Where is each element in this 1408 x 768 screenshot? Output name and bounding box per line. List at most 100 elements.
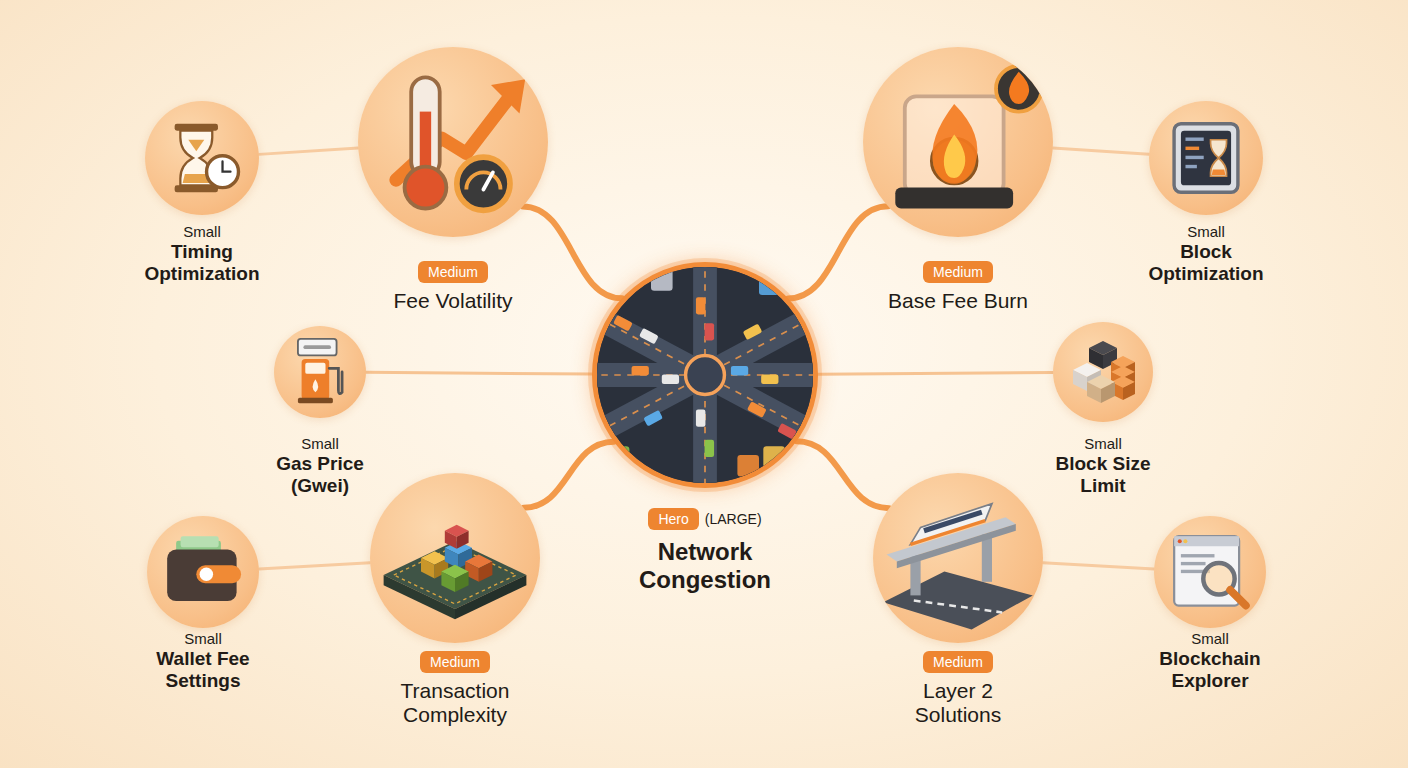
wallet-part bbox=[200, 568, 213, 581]
size-badge: Medium bbox=[420, 651, 490, 673]
node-title: Block Size Limit bbox=[1038, 453, 1168, 497]
explorer-part bbox=[1181, 554, 1215, 557]
straight-connector bbox=[1043, 563, 1154, 569]
cubes-part bbox=[1087, 382, 1101, 403]
cubes-part bbox=[1073, 370, 1087, 391]
node-title: Blockchain Explorer bbox=[1145, 648, 1275, 692]
pump-illustration bbox=[274, 326, 366, 418]
pump-part bbox=[303, 345, 331, 349]
explorer-part bbox=[1174, 536, 1239, 546]
city-part bbox=[662, 375, 679, 385]
burn-illustration bbox=[863, 47, 1053, 237]
city-part bbox=[743, 324, 763, 341]
pump-part bbox=[302, 359, 330, 399]
panel-part bbox=[1211, 140, 1227, 176]
medium-circle bbox=[370, 473, 540, 643]
chip-part bbox=[441, 572, 455, 592]
chip-part bbox=[455, 572, 469, 592]
medium-node: MediumFee Volatility bbox=[343, 47, 563, 313]
city-illustration bbox=[597, 267, 813, 483]
small-circle bbox=[1053, 322, 1153, 422]
city-part bbox=[613, 315, 633, 332]
straight-connector bbox=[366, 372, 592, 374]
city-part bbox=[651, 269, 673, 291]
hero-circle bbox=[592, 262, 818, 488]
hourglass-part bbox=[207, 156, 239, 188]
label-block: SmallBlock Size Limit bbox=[1018, 435, 1188, 497]
thermo-illustration bbox=[358, 47, 548, 237]
rail-part bbox=[910, 504, 992, 545]
thermo-part bbox=[405, 167, 447, 209]
burn-part bbox=[905, 96, 1004, 195]
city-part bbox=[612, 273, 634, 295]
burn-part bbox=[895, 188, 1013, 209]
small-circle bbox=[1149, 101, 1263, 215]
size-label: Small bbox=[1187, 223, 1225, 241]
panel-part bbox=[1174, 124, 1238, 192]
label-block: SmallTiming Optimization bbox=[117, 223, 287, 285]
label-block: MediumBase Fee Burn bbox=[848, 261, 1068, 313]
label-block: MediumTransaction Complexity bbox=[345, 651, 565, 727]
small-circle bbox=[147, 516, 259, 628]
chip-part bbox=[457, 531, 469, 549]
city-part bbox=[759, 273, 781, 295]
small-node: SmallBlock Optimization bbox=[1121, 101, 1291, 285]
city-part bbox=[737, 455, 759, 477]
city-part bbox=[777, 423, 797, 440]
badge-row: Hero(LARGE) bbox=[648, 508, 761, 530]
node-title: Network Congestion bbox=[610, 538, 800, 594]
medium-node: MediumTransaction Complexity bbox=[345, 473, 565, 727]
hourglass-part bbox=[223, 161, 231, 171]
size-badge: Medium bbox=[418, 261, 488, 283]
small-node: SmallTiming Optimization bbox=[117, 101, 287, 285]
pump-part bbox=[313, 379, 319, 392]
badge-row: Medium bbox=[923, 261, 993, 283]
medium-node: MediumLayer 2 Solutions bbox=[848, 473, 1068, 727]
size-label: Small bbox=[1191, 630, 1229, 648]
pump-part bbox=[298, 398, 333, 404]
panel-part bbox=[1185, 165, 1196, 168]
label-block: SmallBlockchain Explorer bbox=[1125, 630, 1295, 692]
city-part bbox=[643, 410, 663, 427]
label-block: MediumLayer 2 Solutions bbox=[848, 651, 1068, 727]
label-block: MediumFee Volatility bbox=[343, 261, 563, 313]
size-label: Small bbox=[184, 630, 222, 648]
burn-part bbox=[944, 134, 965, 178]
straight-connector bbox=[1053, 148, 1149, 154]
straight-connector bbox=[259, 563, 370, 569]
chip-part bbox=[479, 561, 493, 581]
city-part bbox=[632, 366, 649, 376]
pump-part bbox=[298, 339, 337, 356]
size-badge: Medium bbox=[923, 261, 993, 283]
chip-illustration bbox=[370, 473, 540, 643]
cubes-part bbox=[1101, 382, 1115, 403]
medium-node: MediumBase Fee Burn bbox=[848, 47, 1068, 313]
badge-row: Medium bbox=[420, 651, 490, 673]
label-block: Hero(LARGE) Network Congestion bbox=[575, 508, 835, 594]
panel-part bbox=[1185, 137, 1203, 140]
panel-part bbox=[1185, 147, 1199, 150]
panel-part bbox=[1181, 131, 1231, 186]
small-node: SmallBlockchain Explorer bbox=[1125, 516, 1295, 692]
badge-row: Medium bbox=[418, 261, 488, 283]
city-part bbox=[731, 366, 748, 376]
rail-part bbox=[924, 512, 982, 531]
hero-node: Hero(LARGE) Network Congestion bbox=[575, 262, 835, 594]
badge-row: Medium bbox=[923, 651, 993, 673]
explorer-illustration bbox=[1154, 516, 1266, 628]
panel-part bbox=[1185, 156, 1203, 159]
rail-part bbox=[910, 521, 985, 545]
medium-circle bbox=[863, 47, 1053, 237]
city-part bbox=[597, 267, 813, 483]
size-label: Small bbox=[301, 435, 339, 453]
small-node: SmallBlock Size Limit bbox=[1018, 322, 1188, 497]
node-title: Layer 2 Solutions bbox=[883, 679, 1033, 727]
wallet-illustration bbox=[147, 516, 259, 628]
size-badge: Hero bbox=[648, 508, 698, 530]
explorer-part bbox=[1174, 536, 1239, 605]
panel-illustration bbox=[1149, 101, 1263, 215]
rail-part bbox=[914, 601, 1002, 613]
city-part bbox=[608, 446, 630, 468]
wallet-part bbox=[196, 565, 241, 583]
medium-circle bbox=[358, 47, 548, 237]
